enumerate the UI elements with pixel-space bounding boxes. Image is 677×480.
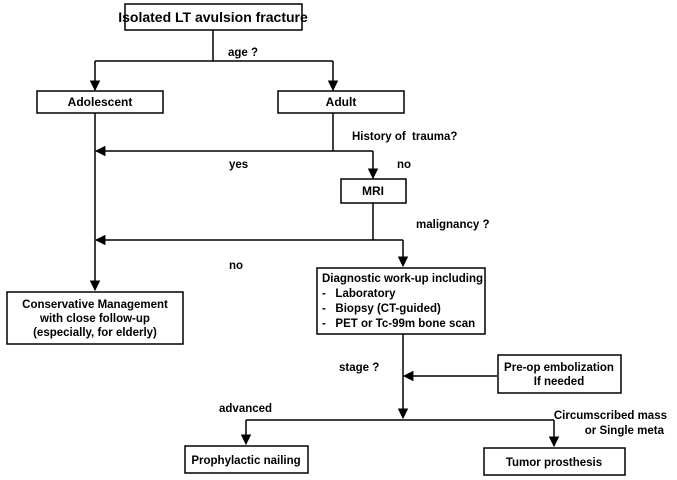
- circumscribed-label-1: Circumscribed mass: [554, 410, 667, 422]
- embolization-line-1: Pre-op embolization: [504, 362, 614, 374]
- circumscribed-label-2: or Single meta: [585, 425, 665, 437]
- adult-box-text: Adult: [326, 95, 357, 109]
- root-box: [124, 3, 303, 31]
- no-malignancy-label: no: [229, 260, 243, 272]
- stage-label: stage ?: [339, 362, 379, 374]
- workup-line-2: - Laboratory: [322, 288, 396, 300]
- conservative-line-3: (especially, for elderly): [33, 327, 157, 339]
- yes-label: yes: [229, 159, 248, 171]
- boxes: [6, 3, 626, 476]
- adolescent-box: [36, 90, 164, 114]
- adolescent-box-text: Adolescent: [68, 95, 133, 109]
- connectors: [89, 30, 560, 448]
- embolization-line-2: If needed: [534, 376, 584, 388]
- workup-line-1: Diagnostic work-up including: [322, 273, 483, 285]
- conservative-line-2: with close follow-up: [39, 313, 150, 325]
- adult-box: [277, 90, 405, 114]
- prosthesis-box: [483, 447, 626, 476]
- prosthesis-box-text: Tumor prosthesis: [506, 457, 602, 469]
- trauma-label: History of trauma?: [352, 131, 457, 143]
- workup-line-3: - Biopsy (CT-guided): [322, 303, 441, 315]
- embolization-box: [497, 354, 622, 394]
- mri-box: [340, 178, 407, 204]
- root-box-text: Isolated LT avulsion fracture: [118, 9, 308, 25]
- workup-line-4: - PET or Tc-99m bone scan: [322, 318, 475, 330]
- no-trauma-label: no: [397, 159, 411, 171]
- nailing-box-text: Prophylactic nailing: [191, 455, 300, 467]
- workup-box: [316, 267, 486, 335]
- malignancy-label: malignancy ?: [416, 219, 490, 231]
- advanced-label: advanced: [219, 403, 272, 415]
- conservative-line-1: Conservative Management: [22, 299, 168, 311]
- age-label: age ?: [228, 47, 258, 59]
- nailing-box: [184, 445, 309, 474]
- mri-box-text: MRI: [362, 184, 384, 198]
- conservative-box: [6, 291, 184, 345]
